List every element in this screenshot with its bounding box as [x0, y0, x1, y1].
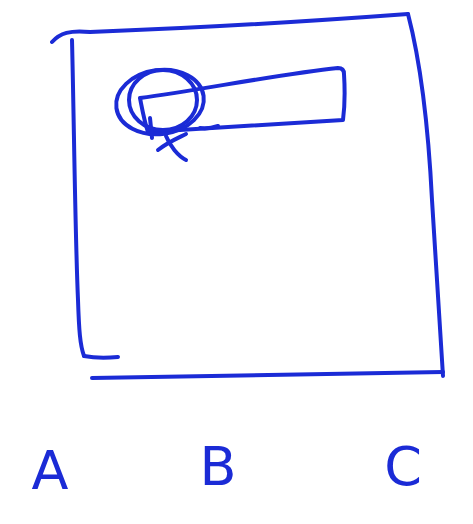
letter-label: A — [32, 444, 69, 498]
knob-tail — [200, 126, 218, 128]
frame-right — [408, 14, 443, 376]
slider-knob — [112, 64, 208, 140]
slider-knob-outline — [129, 70, 197, 130]
letter-label: B — [199, 440, 236, 494]
frame-top — [52, 14, 408, 42]
cross-mark — [166, 136, 186, 160]
sketch-strokes — [52, 14, 443, 378]
knob-tick — [150, 118, 152, 138]
frame-left — [72, 40, 84, 356]
slider-bar — [140, 68, 345, 132]
letter-label: C — [384, 440, 422, 494]
frame-bottom — [92, 372, 443, 378]
frame-left-foot — [84, 356, 118, 358]
